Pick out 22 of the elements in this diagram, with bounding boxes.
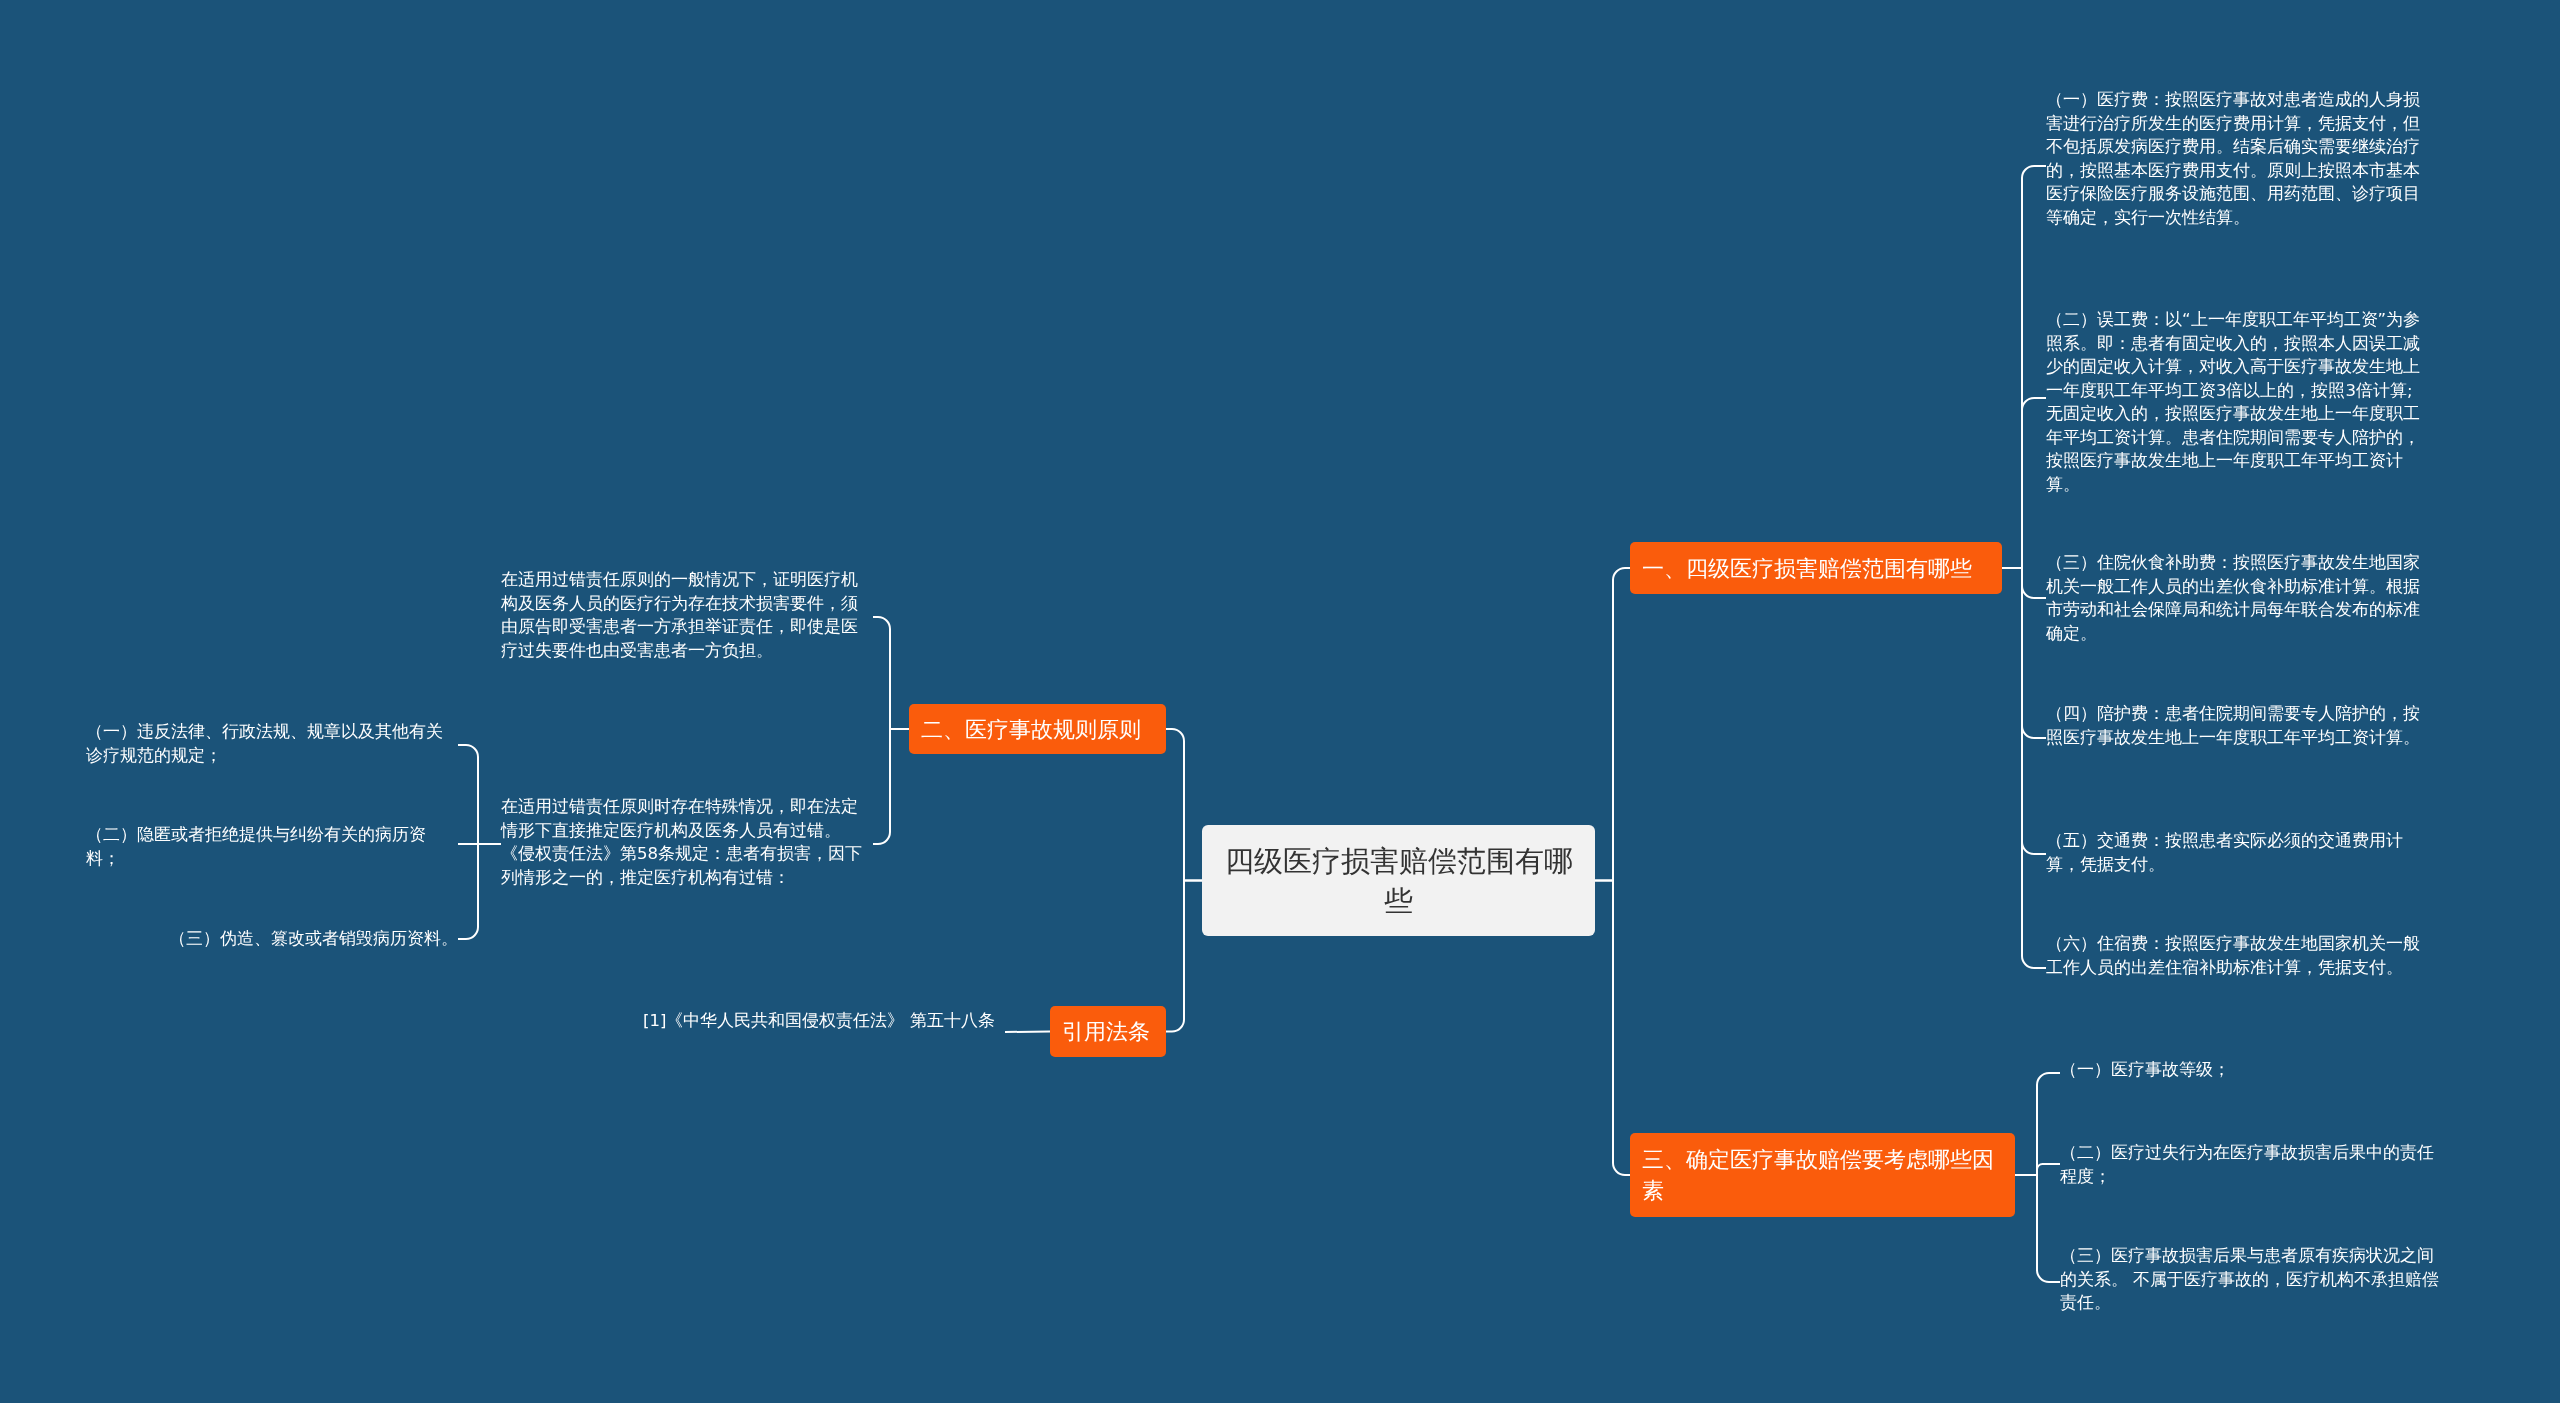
leaf-text: （四）陪护费：患者住院期间需要专人陪护的，按照医疗事故发生地上一年度职工年平均工资计算。 [2046, 702, 2426, 749]
branch-topic: 一、四级医疗损害赔偿范围有哪些 [1630, 542, 2002, 594]
leaf-text: （三）医疗事故损害后果与患者原有疾病状况之间的关系。 不属于医疗事故的，医疗机构不承担赔偿责任。 [2060, 1244, 2440, 1315]
leaf-text: （一）违反法律、行政法规、规章以及其他有关诊疗规范的规定； [86, 720, 458, 767]
leaf-text: 在适用过错责任原则的一般情况下，证明医疗机构及医务人员的医疗行为存在技术损害要件，须由原告即受害患者一方承担举证责任，即使是医疗过失要件也由受害患者一方负担。 [501, 568, 873, 662]
branch-topic: 二、医疗事故规则原则 [909, 704, 1166, 754]
leaf-text: （二）误工费：以“上一年度职工年平均工资”为参照系。即：患者有固定收入的，按照本人因误工减少的固定收入计算，对收入高于医疗事故发生地上一年度职工年平均工资3倍以上的，按照3倍计算;无固定收入的，按照医疗事故发生地上一年度职工年平均工资计算。患者住院期间需要专人陪护的，按照医疗事故发生地上一年度职工年平均工资计算。 [2046, 308, 2426, 496]
leaf-text: （一）医疗费：按照医疗事故对患者造成的人身损害进行治疗所发生的医疗费用计算，凭据支付，但不包括原发病医疗费用。结案后确实需要继续治疗的，按照基本医疗费用支付。原则上按照本市基本医疗保险医疗服务设施范围、用药范围、诊疗项目等确定，实行一次性结算。 [2046, 88, 2426, 229]
leaf-text: （三）伪造、篡改或者销毁病历资料。 [86, 927, 458, 951]
central-topic: 四级医疗损害赔偿范围有哪些 [1202, 825, 1595, 936]
leaf-text: [1]《中华人民共和国侵权责任法》 第五十八条 [643, 1009, 1005, 1033]
leaf-text: 在适用过错责任原则时存在特殊情况，即在法定情形下直接推定医疗机构及医务人员有过错。《侵权责任法》第58条规定：患者有损害，因下列情形之一的，推定医疗机构有过错： [501, 795, 873, 889]
connector-line [2014, 1174, 2061, 1283]
leaf-text: （六）住宿费：按照医疗事故发生地国家机关一般工作人员的出差住宿补助标准计算，凭据支付。 [2046, 932, 2426, 979]
leaf-text: （三）住院伙食补助费：按照医疗事故发生地国家机关一般工作人员的出差伙食补助标准计算。根据市劳动和社会保障局和统计局每年联合发布的标准确定。 [2046, 551, 2426, 645]
leaf-text: （一）医疗事故等级； [2060, 1058, 2440, 1082]
leaf-text: （五）交通费：按照患者实际必须的交通费用计算，凭据支付。 [2046, 829, 2426, 876]
leaf-text: （二）隐匿或者拒绝提供与纠纷有关的病历资料； [86, 823, 458, 870]
branch-topic: 引用法条 [1050, 1006, 1166, 1057]
connector-line [1004, 1030, 1051, 1033]
leaf-text: （二）医疗过失行为在医疗事故损害后果中的责任程度； [2060, 1141, 2440, 1188]
branch-topic: 三、确定医疗事故赔偿要考虑哪些因素 [1630, 1133, 2015, 1217]
